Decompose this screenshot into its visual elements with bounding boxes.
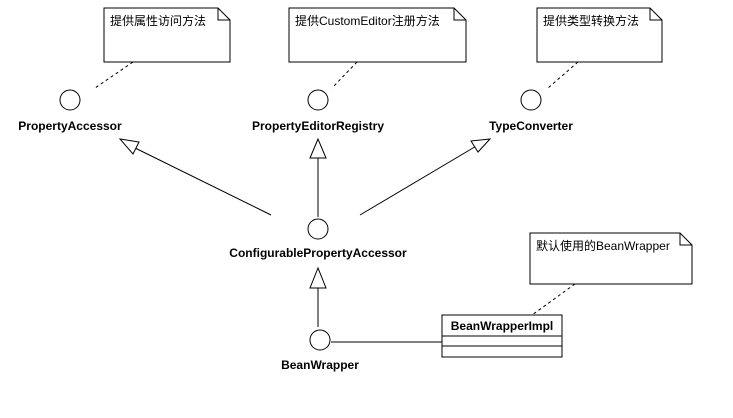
edge-cpa-to-type-converter bbox=[359, 144, 479, 216]
note-property-accessor-connector bbox=[94, 61, 134, 89]
note-property-editor-registry-connector bbox=[331, 61, 358, 89]
interface-bean-wrapper-circle bbox=[309, 329, 331, 351]
interface-type-converter: TypeConverter bbox=[489, 89, 573, 133]
interface-type-converter-label: TypeConverter bbox=[489, 119, 573, 133]
edge-cpa-to-property-accessor bbox=[128, 144, 272, 216]
arrowhead-configurable-property-accessor bbox=[309, 266, 327, 289]
interface-type-converter-circle bbox=[520, 89, 542, 111]
interface-bean-wrapper-label: BeanWrapper bbox=[281, 358, 359, 372]
interface-configurable-property-accessor-circle bbox=[307, 218, 329, 240]
class-bean-wrapper-impl-name: BeanWrapperImpl bbox=[451, 319, 553, 333]
interface-configurable-property-accessor-label: ConfigurablePropertyAccessor bbox=[229, 246, 407, 260]
interface-bean-wrapper: BeanWrapper bbox=[281, 329, 359, 372]
note-type-converter: 提供类型转换方法 bbox=[536, 7, 663, 63]
interface-configurable-property-accessor: ConfigurablePropertyAccessor bbox=[229, 218, 407, 260]
note-type-converter-connector bbox=[547, 61, 579, 89]
interface-property-editor-registry: PropertyEditorRegistry bbox=[252, 89, 384, 133]
note-bean-wrapper-impl-text: 默认使用的BeanWrapper bbox=[536, 238, 670, 253]
arrowhead-property-editor-registry bbox=[309, 137, 327, 159]
interface-property-accessor-label: PropertyAccessor bbox=[18, 119, 122, 133]
class-bean-wrapper-impl: BeanWrapperImpl bbox=[441, 314, 563, 358]
interface-property-editor-registry-label: PropertyEditorRegistry bbox=[252, 119, 384, 133]
note-property-accessor-text: 提供属性访问方法 bbox=[110, 13, 206, 28]
arrowhead-type-converter bbox=[470, 138, 492, 153]
arrowhead-property-accessor bbox=[118, 138, 140, 155]
note-property-accessor: 提供属性访问方法 bbox=[103, 7, 231, 63]
note-bean-wrapper-impl: 默认使用的BeanWrapper bbox=[529, 232, 693, 285]
note-property-editor-registry-text: 提供CustomEditor注册方法 bbox=[295, 13, 440, 28]
interface-property-accessor: PropertyAccessor bbox=[18, 89, 122, 133]
note-property-editor-registry: 提供CustomEditor注册方法 bbox=[288, 7, 467, 63]
interface-property-accessor-circle bbox=[59, 89, 81, 111]
note-type-converter-text: 提供类型转换方法 bbox=[543, 13, 639, 28]
interface-property-editor-registry-circle bbox=[307, 89, 329, 111]
note-bean-wrapper-impl-connector bbox=[531, 283, 576, 316]
